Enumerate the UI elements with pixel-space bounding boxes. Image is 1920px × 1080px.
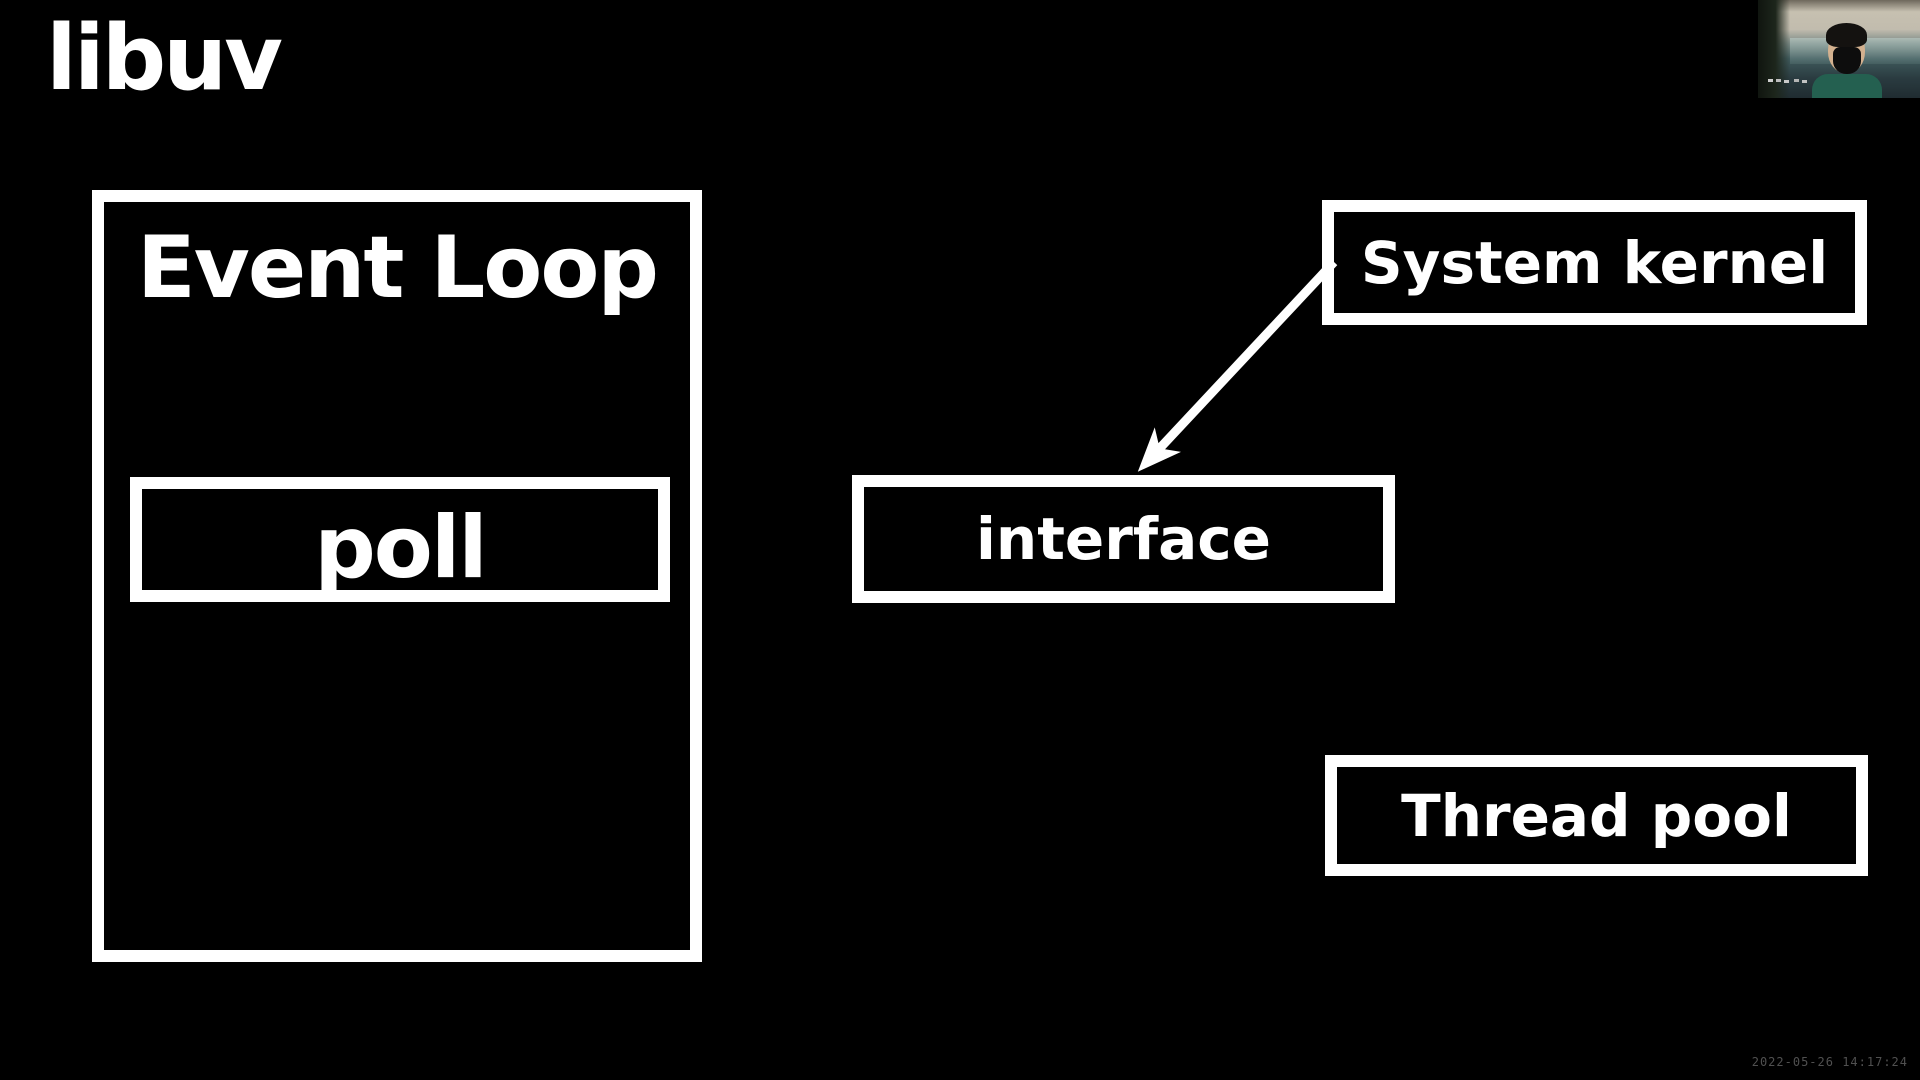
presenter-hair xyxy=(1826,23,1867,47)
slide-title: libuv xyxy=(46,6,283,111)
system-kernel-box: System kernel xyxy=(1322,200,1867,325)
event-loop-label: Event Loop xyxy=(137,218,659,318)
thread-pool-box: Thread pool xyxy=(1325,755,1868,876)
interface-box: interface xyxy=(852,475,1395,603)
webcam-left-shadow xyxy=(1758,0,1790,98)
recording-timestamp: 2022-05-26 14:17:24 xyxy=(1751,1055,1908,1069)
poll-box: poll xyxy=(130,477,670,602)
webcam-overlay xyxy=(1758,0,1920,98)
presenter-face-mask xyxy=(1833,47,1861,74)
poll-label: poll xyxy=(314,497,488,598)
event-loop-box: Event Loop poll xyxy=(92,190,702,962)
thread-pool-label: Thread pool xyxy=(1401,781,1792,850)
webcam-background-details xyxy=(1768,79,1773,82)
system-kernel-label: System kernel xyxy=(1360,228,1829,297)
interface-label: interface xyxy=(976,505,1271,573)
presenter-shirt xyxy=(1812,74,1882,98)
